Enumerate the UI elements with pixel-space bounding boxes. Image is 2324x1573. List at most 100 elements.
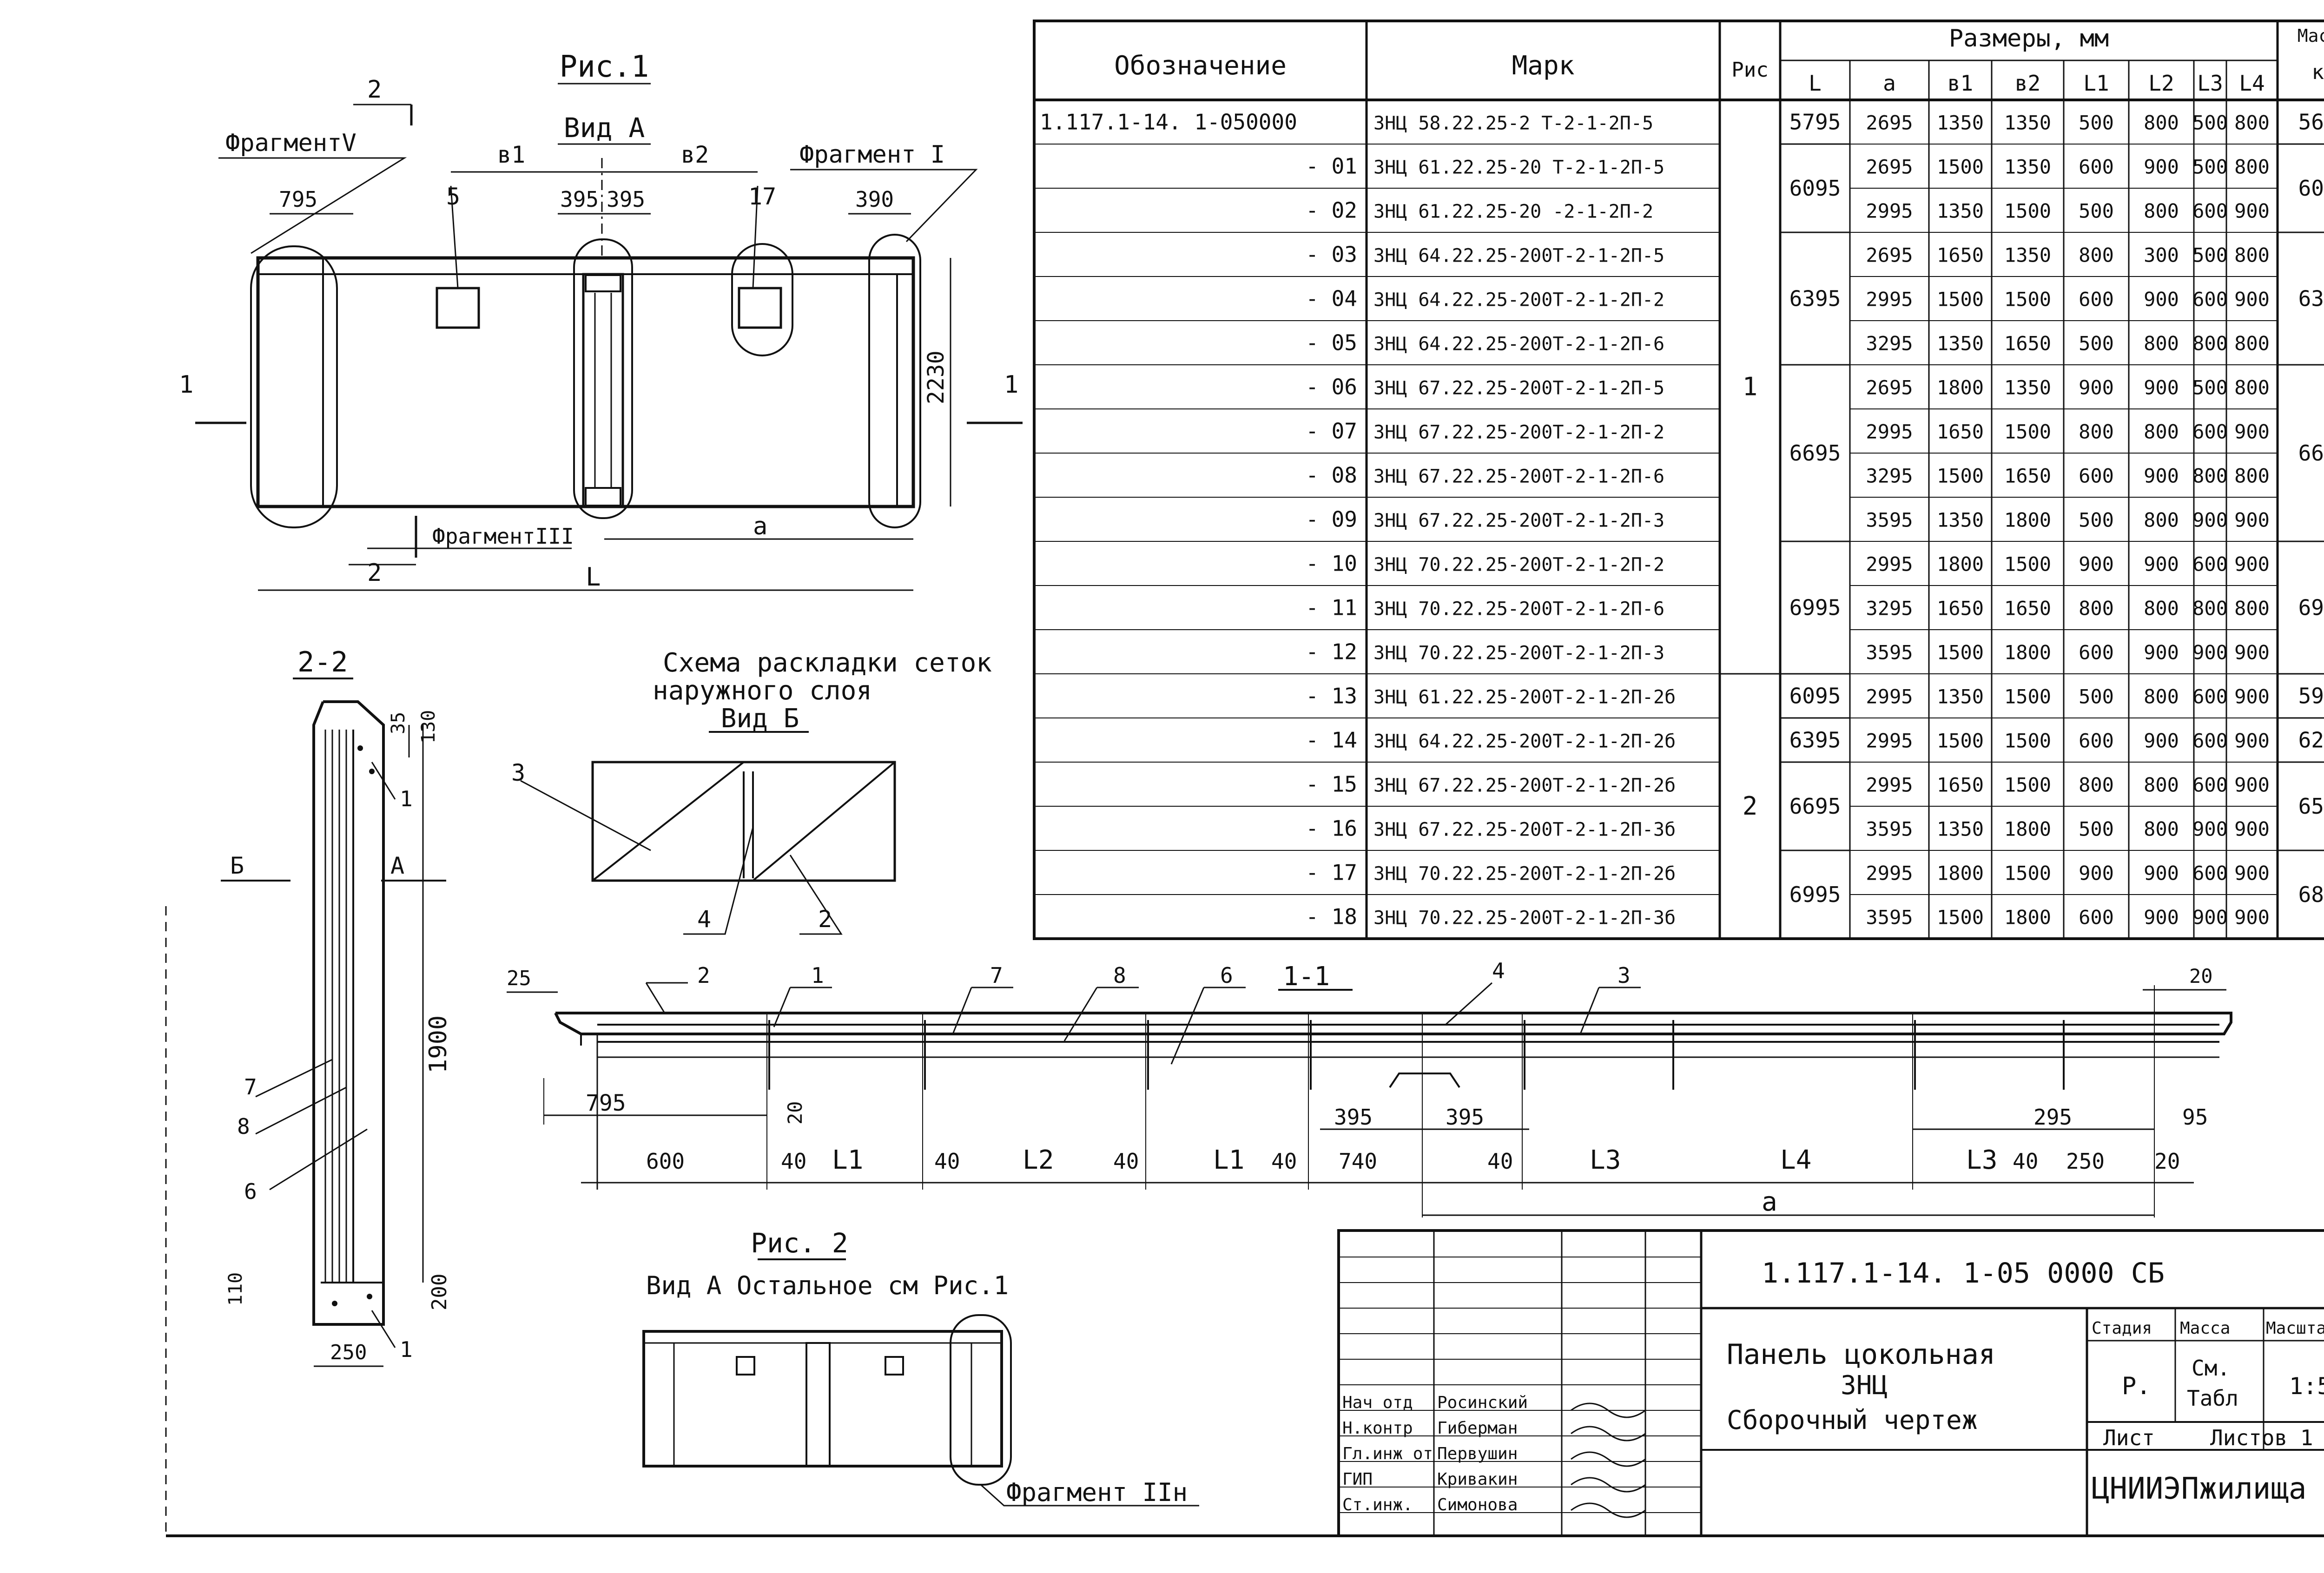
td-b1: 1650: [1937, 774, 1984, 796]
sec11-b-40f: 40: [2013, 1149, 2038, 1174]
tb-role: Нач отд: [1342, 1393, 1413, 1412]
td-a: 3295: [1866, 332, 1913, 355]
tb-role: Гл.инж от: [1342, 1444, 1433, 1463]
fig1-dim-L: L: [586, 562, 601, 592]
td-l3: 900: [2192, 641, 2228, 664]
td-a: 3595: [1866, 818, 1913, 841]
td-a: 3595: [1866, 509, 1913, 532]
td-mark: 3НЦ 67.22.25-200Т-2-1-2П-2: [1373, 422, 1664, 443]
td-l3: 600: [2192, 774, 2228, 796]
scheme-label-4: 4: [697, 906, 711, 933]
td-mark: 3НЦ 67.22.25-200Т-2-1-2П-6: [1373, 466, 1664, 487]
td-l3: 600: [2192, 685, 2228, 708]
td-l3: 500: [2192, 244, 2228, 267]
tb-mass-label: Масса: [2180, 1319, 2230, 1338]
td-L-group: 6695: [1789, 794, 1841, 819]
td-b2: 1800: [2004, 641, 2051, 664]
td-designation: - 08: [1306, 463, 1357, 488]
fig1-fragment-iii: ФрагментIII: [432, 524, 574, 549]
fig1-view: Вид А: [564, 112, 645, 144]
td-a: 2995: [1866, 685, 1913, 708]
td-l4: 800: [2234, 597, 2270, 620]
td-l4: 900: [2234, 509, 2270, 532]
td-b1: 1500: [1937, 288, 1984, 311]
td-l2: 900: [2144, 906, 2179, 929]
fig1-dim-b2: в2: [681, 141, 709, 168]
td-designation: - 07: [1306, 419, 1357, 444]
scheme: Схема раскладки сеток наружного слоя Вид…: [511, 648, 992, 935]
td-l2: 800: [2144, 332, 2179, 355]
td-a: 2995: [1866, 421, 1913, 443]
tb-name-3: Сборочный чертеж: [1727, 1405, 1977, 1435]
td-l2: 800: [2144, 421, 2179, 443]
td-l1: 500: [2079, 332, 2114, 355]
td-designation: - 02: [1306, 198, 1357, 223]
td-a: 3295: [1866, 465, 1913, 487]
td-l1: 500: [2079, 200, 2114, 223]
td-L-group: 6395: [1789, 728, 1841, 753]
td-mark: 3НЦ 67.22.25-200Т-2-1-2П-5: [1373, 378, 1664, 399]
td-l2: 900: [2144, 553, 2179, 576]
sec11-b-40b: 40: [934, 1149, 960, 1174]
tb-role-name: Кривакин: [1437, 1470, 1518, 1489]
sec11-dim-a: a: [1762, 1187, 1777, 1217]
sec11-b-740: 740: [1339, 1149, 1377, 1174]
sec22-dim-110: 110: [225, 1272, 246, 1306]
sec22-label-1-top: 1: [400, 786, 413, 811]
td-mark: 3НЦ 64.22.25-200Т-2-1-2П-2б: [1373, 731, 1676, 752]
td-mark: 3НЦ 67.22.25-200Т-2-1-2П-2б: [1373, 775, 1676, 796]
sec11-b-L2: L2: [1023, 1145, 1054, 1175]
fig1: Рис.1 Вид А ФрагментV Фрагмент I 5 17: [179, 50, 1023, 592]
td-l3: 900: [2192, 906, 2228, 929]
td-b2: 1500: [2004, 200, 2051, 223]
td-l3: 800: [2192, 465, 2228, 487]
sec11-dim-295: 295: [2034, 1105, 2072, 1130]
td-designation: - 12: [1306, 639, 1357, 665]
td-l2: 900: [2144, 156, 2179, 178]
sec11-top-3: 3: [1618, 963, 1631, 988]
tb-role-name: Росинский: [1437, 1393, 1528, 1412]
tb-name-1: Панель цокольная: [1727, 1338, 1995, 1371]
td-a: 2695: [1866, 376, 1913, 399]
sec11-dim-20: 20: [784, 1101, 806, 1125]
td-mass-group: 6570: [2298, 794, 2324, 819]
tb-sheet: Лист: [2103, 1425, 2155, 1450]
th-col-4: L1: [2083, 71, 2109, 96]
td-b2: 1650: [2004, 465, 2051, 487]
td-a: 2995: [1866, 862, 1913, 885]
td-l3: 500: [2192, 376, 2228, 399]
fig1-sec2-bottom: 2: [367, 559, 382, 587]
th-mark: Марк: [1512, 51, 1575, 81]
sec22-label-6: 6: [244, 1179, 257, 1204]
sec11-dim-95: 95: [2182, 1105, 2208, 1130]
td-l1: 500: [2079, 818, 2114, 841]
td-b1: 1800: [1937, 862, 1984, 885]
fig2-fragment: Фрагмент IIн: [1006, 1478, 1188, 1507]
sec11-b-40a: 40: [781, 1149, 806, 1174]
td-mark: 3НЦ 70.22.25-200Т-2-1-2П-6: [1373, 599, 1664, 620]
tb-role-name: Гиберман: [1437, 1419, 1518, 1438]
th-fig: Рис: [1731, 58, 1768, 82]
td-b1: 1350: [1937, 818, 1984, 841]
td-mark: 3НЦ 61.22.25-20 -2-1-2П-2: [1373, 201, 1653, 223]
td-b2: 1800: [2004, 509, 2051, 532]
tb-name-2: 3НЦ: [1841, 1370, 1888, 1401]
td-l2: 900: [2144, 862, 2179, 885]
td-b1: 1650: [1937, 597, 1984, 620]
td-mass-group: 5680: [2298, 110, 2324, 135]
td-l2: 800: [2144, 200, 2179, 223]
td-l4: 900: [2234, 862, 2270, 885]
td-l4: 800: [2234, 465, 2270, 487]
td-a: 2695: [1866, 156, 1913, 178]
fig1-panel-outline: [256, 256, 915, 508]
fig1-marker-17: 17: [748, 183, 776, 210]
